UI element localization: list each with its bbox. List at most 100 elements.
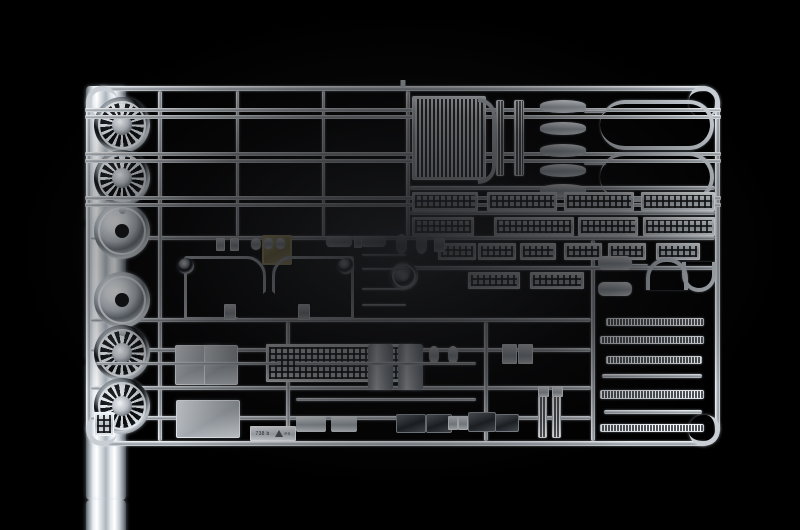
step-plate-r3-2	[478, 243, 516, 260]
sprue-divider-col-g	[236, 91, 239, 236]
step-plate-r1-1	[412, 192, 478, 211]
sprue-divider-row-7	[91, 386, 591, 390]
hub-center	[112, 168, 132, 188]
ladder-step-left	[94, 412, 114, 436]
tank-strap-1	[326, 236, 352, 247]
bumper-bar	[296, 416, 326, 432]
step-plate-r1-3	[564, 192, 634, 211]
badge-part-3	[434, 238, 445, 252]
handle-clip-1	[538, 386, 549, 397]
sprue-rail-left	[86, 100, 91, 432]
linkage-rod-3	[362, 288, 406, 290]
light-lens-2	[540, 122, 586, 135]
ribbed-rail-5	[600, 424, 704, 432]
step-plate-r3-3	[520, 243, 556, 260]
tank-shell-1	[368, 344, 393, 390]
radiator-fins	[415, 99, 483, 177]
molded-part-number-label: 738 b PS	[250, 426, 296, 441]
air-reservoir-1	[598, 256, 632, 270]
flap-clip-1	[448, 416, 458, 430]
wheel-hub-part-1	[94, 97, 150, 153]
molded-label-text: 738 b	[255, 430, 270, 437]
chrome-fuel-tank-4	[85, 80, 721, 530]
sprue-gate-nub	[119, 207, 126, 214]
battery-box-2	[518, 344, 533, 364]
model-kit-sprue-frame: 738 b PS	[85, 80, 721, 530]
side-trim-strip-1	[496, 100, 504, 176]
mudflap-block-4	[495, 414, 519, 432]
sprue-divider-col-b	[406, 91, 410, 236]
ribbed-rail-4	[600, 390, 704, 399]
floor-panel	[176, 400, 240, 438]
sprue-divider-col-c	[591, 240, 595, 441]
wheel-hub-part-4	[94, 272, 150, 328]
bracket-foot-left	[224, 304, 236, 320]
bracket-pivot-right	[338, 258, 354, 274]
light-lens-3	[540, 144, 586, 157]
sprue-divider-row-3	[410, 211, 715, 215]
tank-shell-2	[398, 344, 423, 390]
step-plate-r2-4	[643, 217, 715, 236]
step-plate-r3-4	[564, 243, 602, 260]
grab-handle-2	[552, 396, 561, 438]
step-plate-r2-3	[578, 217, 638, 236]
plain-rail-2	[604, 410, 702, 414]
knob-part-1	[251, 238, 261, 250]
tank-strap-2	[360, 236, 386, 247]
step-plate-r2-2	[494, 217, 574, 236]
frame-rod-1	[296, 362, 476, 365]
linkage-rod-4	[362, 304, 406, 306]
sprue-gate-nub	[119, 329, 126, 336]
tank-sprue-gate	[400, 80, 406, 87]
light-lens-4	[540, 164, 586, 177]
air-reservoir-2	[598, 282, 632, 296]
recycle-code-text: PS	[284, 431, 291, 436]
frame-rod-2	[296, 398, 476, 401]
plain-rail-1	[602, 374, 702, 378]
ribbed-rail-2	[600, 336, 704, 344]
radiator-hose	[478, 98, 496, 184]
mudflap-block-3	[468, 412, 496, 432]
sprue-divider-col-f	[322, 91, 325, 236]
frame-rod-3	[96, 362, 278, 365]
hub-center	[112, 396, 132, 416]
bracket-foot-right	[298, 304, 310, 320]
exhaust-u-pipe-1	[600, 100, 714, 150]
exhaust-stub-2	[584, 162, 606, 165]
side-trim-strip-2	[514, 100, 524, 176]
mudflap-block-1	[396, 414, 426, 433]
small-bracket-2	[230, 238, 239, 251]
horn-center	[399, 271, 409, 281]
hub-center	[115, 293, 129, 307]
hub-center	[115, 224, 129, 238]
small-bracket-1	[216, 238, 225, 251]
radiator-grille-part	[412, 96, 486, 180]
knob-part-2	[264, 238, 273, 249]
badge-part-1	[396, 234, 407, 254]
handle-clip-2	[552, 386, 563, 397]
grab-handle-1	[538, 396, 547, 438]
knob-part-3	[276, 238, 285, 249]
step-plate-r4-1	[468, 272, 520, 289]
step-plate-r1-2	[487, 192, 557, 211]
air-horn-disc	[390, 262, 418, 290]
badge-part-2	[416, 234, 427, 254]
battery-box-1	[502, 344, 517, 364]
step-plate-r4-2	[530, 272, 584, 289]
linkage-rod-2	[362, 268, 406, 270]
ribbed-rail-1	[606, 318, 704, 326]
air-line-bend-2	[682, 262, 716, 292]
sprue-rail-bottom	[100, 441, 706, 446]
flap-clip-2	[458, 416, 468, 430]
linkage-rod-1	[362, 254, 406, 256]
bracket-pivot-left	[178, 258, 194, 274]
bumper-bar-2	[331, 416, 357, 432]
light-lens-1	[540, 100, 586, 113]
hub-center	[112, 343, 132, 363]
step-plate-r1-4	[641, 192, 715, 211]
instrument-insert	[204, 345, 238, 385]
tank-strap-clip-1	[354, 236, 362, 248]
exhaust-stub-1	[584, 110, 606, 113]
ribbed-rail-3	[606, 356, 702, 364]
